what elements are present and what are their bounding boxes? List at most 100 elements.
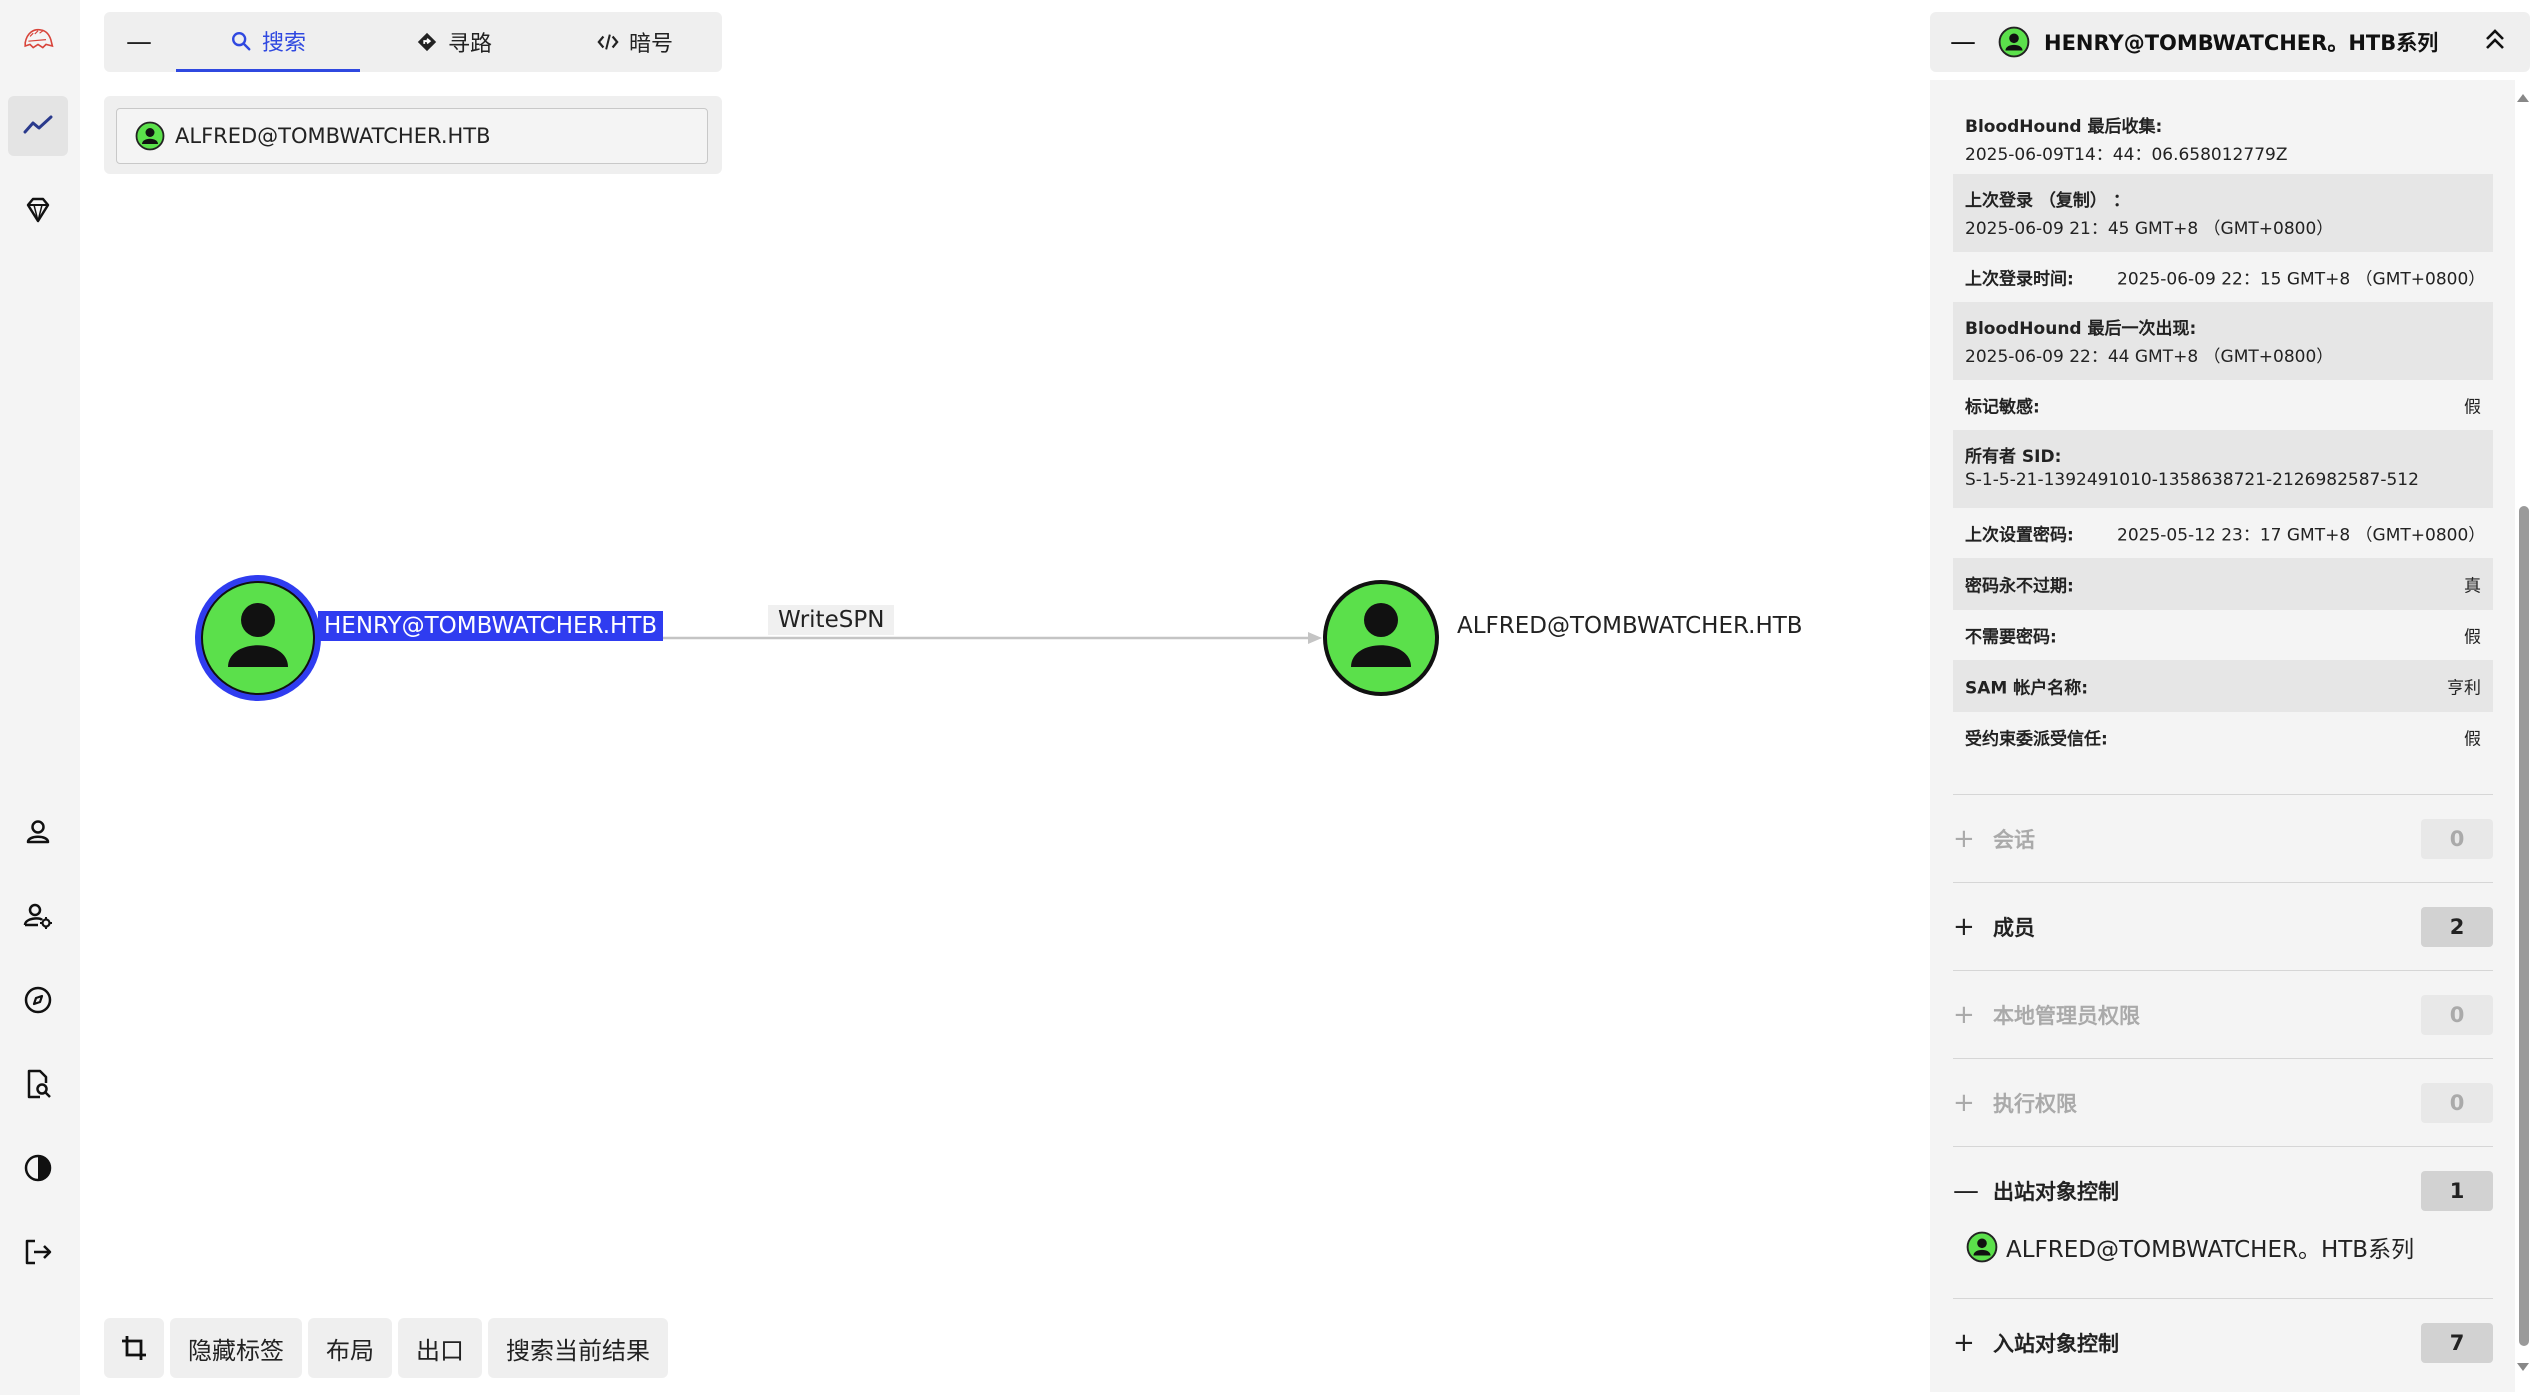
prop-password-never-expires: 密码永不过期: 真: [1953, 558, 2493, 610]
prop-value: 2025-06-09 22：15 GMT+8 （GMT+0800）: [2117, 269, 2486, 290]
prop-value: 假: [2464, 627, 2481, 648]
prop-value: 亨利: [2447, 678, 2481, 699]
scroll-thumb[interactable]: [2519, 506, 2529, 1346]
collapse-label: —: [126, 27, 152, 57]
entity-panel-body: BloodHound 最后收集: 2025-06-09T14：44：06.658…: [1930, 80, 2515, 1392]
alfred-node[interactable]: [1323, 580, 1439, 696]
prop-key: 受约束委派受信任:: [1965, 729, 2108, 750]
graph-toolbar: 隐藏标签 布局 出口 搜索当前结果: [104, 1318, 668, 1378]
section-sessions[interactable]: + 会话 0: [1953, 794, 2493, 882]
prop-key: 上次登录 （复制） ：: [1965, 191, 2130, 211]
henry-node-label[interactable]: HENRY@TOMBWATCHER.HTB: [318, 611, 664, 641]
prop-last-seen: BloodHound 最后一次出现: 2025-06-09 22：44 GMT+…: [1953, 302, 2493, 380]
prop-key: SAM 帐户名称:: [1965, 678, 2089, 699]
crop-icon: [122, 1336, 146, 1360]
prop-value: 假: [2464, 397, 2481, 418]
diamond-icon[interactable]: [8, 180, 68, 240]
theme-contrast-icon[interactable]: [8, 1138, 68, 1198]
prop-key: 密码永不过期:: [1965, 576, 2074, 597]
prop-key: 不需要密码:: [1965, 627, 2057, 648]
section-label: 出站对象控制: [1993, 1179, 2119, 1204]
outbound-item-label: ALFRED@TOMBWATCHER。HTB系列: [2006, 1237, 2415, 1263]
prop-value: 2025-06-09T14：44：06.658012779Z: [1965, 145, 2288, 165]
section-execution-privileges[interactable]: + 执行权限 0: [1953, 1058, 2493, 1146]
section-label: 成员: [1993, 915, 2035, 940]
expand-icon: +: [1953, 823, 1975, 854]
tab-search[interactable]: 搜索: [176, 12, 360, 72]
prop-key: 所有者 SID:: [1965, 447, 2062, 467]
section-count: 2: [2421, 906, 2493, 947]
prop-value: S-1-5-21-1392491010-1358638721-212698258…: [1965, 470, 2419, 490]
entity-panel-header: — HENRY@TOMBWATCHER。HTB系列: [1930, 12, 2530, 72]
alfred-node-label[interactable]: ALFRED@TOMBWATCHER.HTB: [1457, 613, 1803, 639]
section-local-admin[interactable]: + 本地管理员权限 0: [1953, 970, 2493, 1058]
search-input[interactable]: ALFRED@TOMBWATCHER.HTB: [116, 108, 708, 164]
scroll-down-arrow[interactable]: [2517, 1363, 2529, 1371]
entity-panel: — HENRY@TOMBWATCHER。HTB系列 BloodHound 最后收…: [1930, 12, 2535, 1395]
section-member-of[interactable]: + 成员 2: [1953, 882, 2493, 970]
edge-label[interactable]: WriteSPN: [768, 605, 895, 635]
prop-value: 2025-05-12 23：17 GMT+8 （GMT+0800）: [2117, 525, 2486, 546]
layout-button[interactable]: 布局: [308, 1318, 392, 1378]
bloodhound-logo-icon[interactable]: [8, 8, 68, 68]
prop-password-not-required: 不需要密码: 假: [1953, 610, 2493, 660]
compass-icon[interactable]: [8, 970, 68, 1030]
henry-node[interactable]: [195, 575, 321, 701]
export-button[interactable]: 出口: [398, 1318, 482, 1378]
section-label: 会话: [1993, 827, 2035, 852]
logout-icon[interactable]: [8, 1222, 68, 1282]
scroll-up-arrow[interactable]: [2517, 94, 2529, 102]
expand-icon: +: [1953, 1327, 1975, 1358]
entity-title: HENRY@TOMBWATCHER。HTB系列: [2044, 31, 2439, 55]
search-card: — 搜索 寻路 暗号 ALFRED@TOMBWATCHER.HTB: [104, 12, 722, 174]
prop-trusted-to-auth: 受约束委派受信任: 假: [1953, 712, 2493, 762]
collapse-icon: —: [1953, 1175, 1979, 1206]
hide-labels-button[interactable]: 隐藏标签: [170, 1318, 302, 1378]
outbound-control-item[interactable]: ALFRED@TOMBWATCHER。HTB系列: [1966, 1230, 2414, 1264]
prop-key: BloodHound 最后一次出现:: [1965, 319, 2197, 339]
edge-arrow: [1308, 632, 1322, 644]
prop-key: BloodHound 最后收集:: [1965, 117, 2163, 137]
prop-value: 2025-06-09 21：45 GMT+8 （GMT+0800）: [1965, 219, 2334, 239]
search-current-results-button[interactable]: 搜索当前结果: [488, 1318, 668, 1378]
crop-button[interactable]: [104, 1318, 164, 1378]
prop-key: 上次登录时间:: [1965, 269, 2074, 290]
prop-last-collected: BloodHound 最后收集: 2025-06-09T14：44：06.658…: [1953, 100, 2493, 172]
search-icon: [232, 31, 251, 50]
code-icon: [597, 34, 619, 50]
user-node-icon: [135, 121, 165, 151]
section-inbound-control[interactable]: + 入站对象控制 7: [1953, 1298, 2493, 1386]
section-count: 0: [2421, 1082, 2493, 1123]
search-input-value: ALFRED@TOMBWATCHER.HTB: [175, 124, 491, 148]
graph-svg: [195, 575, 1439, 701]
user-icon[interactable]: [8, 802, 68, 862]
tab-cypher[interactable]: 暗号: [548, 12, 722, 72]
section-count: 0: [2421, 818, 2493, 859]
explore-chart-icon[interactable]: [8, 96, 68, 156]
section-outbound-control[interactable]: — 出站对象控制 1: [1953, 1146, 2493, 1234]
expand-icon: +: [1953, 911, 1975, 942]
user-settings-icon[interactable]: [8, 886, 68, 946]
collapse-search-button[interactable]: —: [104, 12, 174, 72]
section-label: 执行权限: [1993, 1091, 2077, 1116]
user-node-icon: [1998, 26, 2030, 58]
search-tabs: — 搜索 寻路 暗号: [104, 12, 722, 72]
section-count: 7: [2421, 1322, 2493, 1363]
tab-pathfinding[interactable]: 寻路: [362, 12, 546, 72]
panel-scrollbar[interactable]: [2514, 90, 2532, 1380]
section-count: 0: [2421, 994, 2493, 1035]
prop-key: 上次设置密码:: [1965, 525, 2074, 546]
graph-canvas[interactable]: HENRY@TOMBWATCHER.HTB WriteSPN ALFRED@TO…: [80, 180, 1900, 1280]
prop-last-logon: 上次登录时间: 2025-06-09 22：15 GMT+8 （GMT+0800…: [1953, 252, 2493, 302]
prop-value: 2025-06-09 22：44 GMT+8 （GMT+0800）: [1965, 347, 2334, 367]
section-label: 本地管理员权限: [1993, 1003, 2140, 1028]
chevron-up-icon[interactable]: [2480, 26, 2510, 56]
search-input-container: ALFRED@TOMBWATCHER.HTB: [104, 96, 722, 174]
tab-cypher-label: 暗号: [628, 32, 673, 57]
prop-last-logon-replicated: 上次登录 （复制） ： 2025-06-09 21：45 GMT+8 （GMT+…: [1953, 174, 2493, 252]
prop-value: 假: [2464, 729, 2481, 750]
left-navigation: [0, 0, 80, 1395]
file-search-icon[interactable]: [8, 1054, 68, 1114]
panel-collapse-button[interactable]: —: [1950, 27, 1976, 57]
